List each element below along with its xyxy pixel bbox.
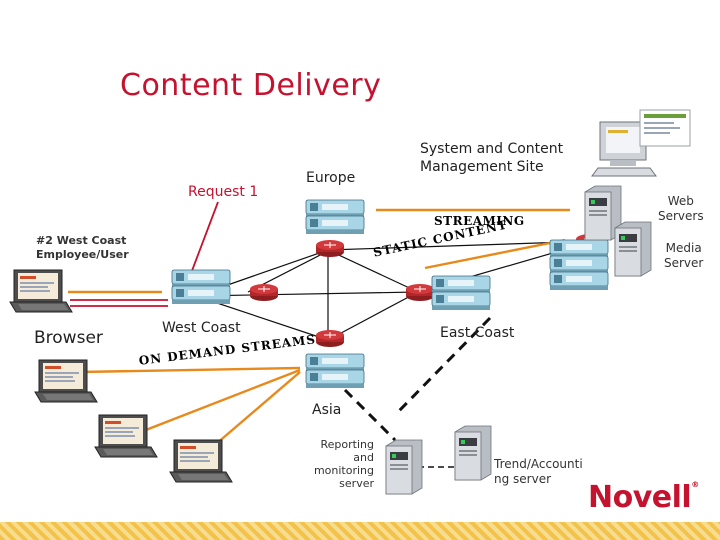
laptop-icon bbox=[9, 269, 73, 313]
appliance-icon bbox=[305, 369, 365, 389]
laptop-icon bbox=[169, 439, 233, 483]
asia-label: Asia bbox=[312, 402, 342, 418]
media-server-label: Media Server bbox=[664, 241, 704, 270]
appliance-icon bbox=[549, 271, 609, 291]
appliance-icon bbox=[305, 199, 365, 219]
appliance-icon bbox=[305, 215, 365, 235]
browser-label: Browser bbox=[34, 328, 103, 348]
appliance-icon bbox=[431, 275, 491, 295]
appliance-icon bbox=[431, 291, 491, 311]
router-icon bbox=[315, 239, 345, 258]
europe-label: Europe bbox=[306, 170, 356, 186]
footer-stripe bbox=[0, 522, 720, 540]
appliance-icon bbox=[305, 353, 365, 373]
appliance-icon bbox=[171, 269, 231, 289]
appliance-icon bbox=[549, 239, 609, 259]
novell-logo: Novell® bbox=[588, 480, 699, 515]
trend-server-label: Trend/Accounti ng server bbox=[494, 457, 583, 486]
server-tower-icon bbox=[614, 221, 652, 277]
appliance-icon bbox=[171, 285, 231, 305]
server-tower-icon bbox=[454, 425, 492, 481]
employee-label-line2: Employee/User bbox=[36, 248, 129, 261]
server-tower-icon bbox=[385, 439, 423, 495]
east-coast-label: East Coast bbox=[440, 325, 515, 341]
web-servers-label: Web Servers bbox=[658, 194, 704, 223]
laptop-icon bbox=[34, 359, 98, 403]
router-icon bbox=[405, 283, 435, 302]
request-label: Request 1 bbox=[188, 184, 259, 200]
desktop-computer-icon bbox=[591, 109, 691, 177]
employee-label-line1: #2 West Coast bbox=[36, 234, 127, 247]
router-icon bbox=[315, 329, 345, 348]
west-coast-label: West Coast bbox=[162, 320, 241, 336]
reporting-server-label: Reporting and monitoring server bbox=[313, 438, 374, 490]
system-site-label: System and Content Management Site bbox=[420, 141, 564, 175]
appliance-icon bbox=[549, 255, 609, 275]
page-title: Content Delivery bbox=[120, 68, 382, 103]
streaming-label: STREAMING bbox=[434, 214, 525, 228]
laptop-icon bbox=[94, 414, 158, 458]
router-icon bbox=[249, 283, 279, 302]
